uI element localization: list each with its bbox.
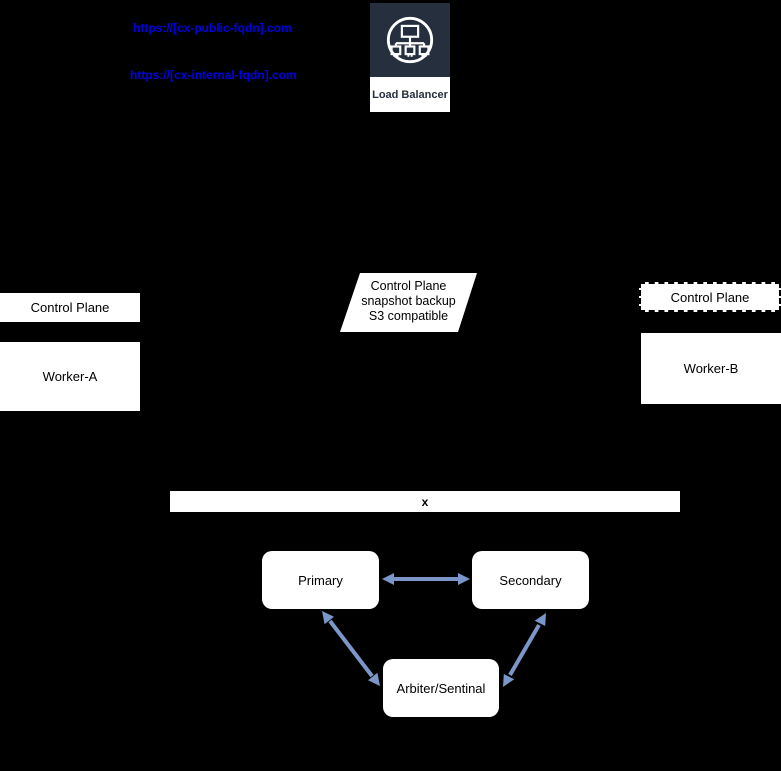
snapshot-backup-line3: S3 compatible <box>368 309 449 323</box>
primary-arbiter-arrow <box>322 611 380 686</box>
load-balancer-icon-glyph <box>386 16 434 64</box>
cluster-b-control-plane-box: Control Plane <box>639 282 781 312</box>
snapshot-backup-label: Control Plane snapshot backup S3 compati… <box>350 279 467 324</box>
load-balancer-label: Load Balancer <box>372 88 448 101</box>
snapshot-backup-line2: snapshot backup <box>361 294 456 308</box>
load-balancer-card: Load Balancer <box>370 3 450 112</box>
internal-fqdn-link[interactable]: https://[cx-internal-fqdn].com <box>130 68 297 82</box>
arbiter-secondary-arrow <box>503 613 546 687</box>
db-node-secondary: Secondary <box>472 551 589 609</box>
db-node-primary: Primary <box>262 551 379 609</box>
database-group-divider: x <box>170 491 680 512</box>
cluster-a-control-plane-box: Control Plane <box>0 293 140 322</box>
primary-secondary-arrow <box>382 573 470 585</box>
snapshot-backup-line1: Control Plane <box>370 279 447 293</box>
public-fqdn-link[interactable]: https://[cx-public-fqdn].com <box>133 21 292 35</box>
db-node-arbiter: Arbiter/Sentinal <box>383 659 499 717</box>
load-balancer-icon <box>370 3 450 77</box>
cluster-b-worker-box: Worker-B <box>641 333 781 404</box>
cluster-a-worker-box: Worker-A <box>0 342 140 411</box>
